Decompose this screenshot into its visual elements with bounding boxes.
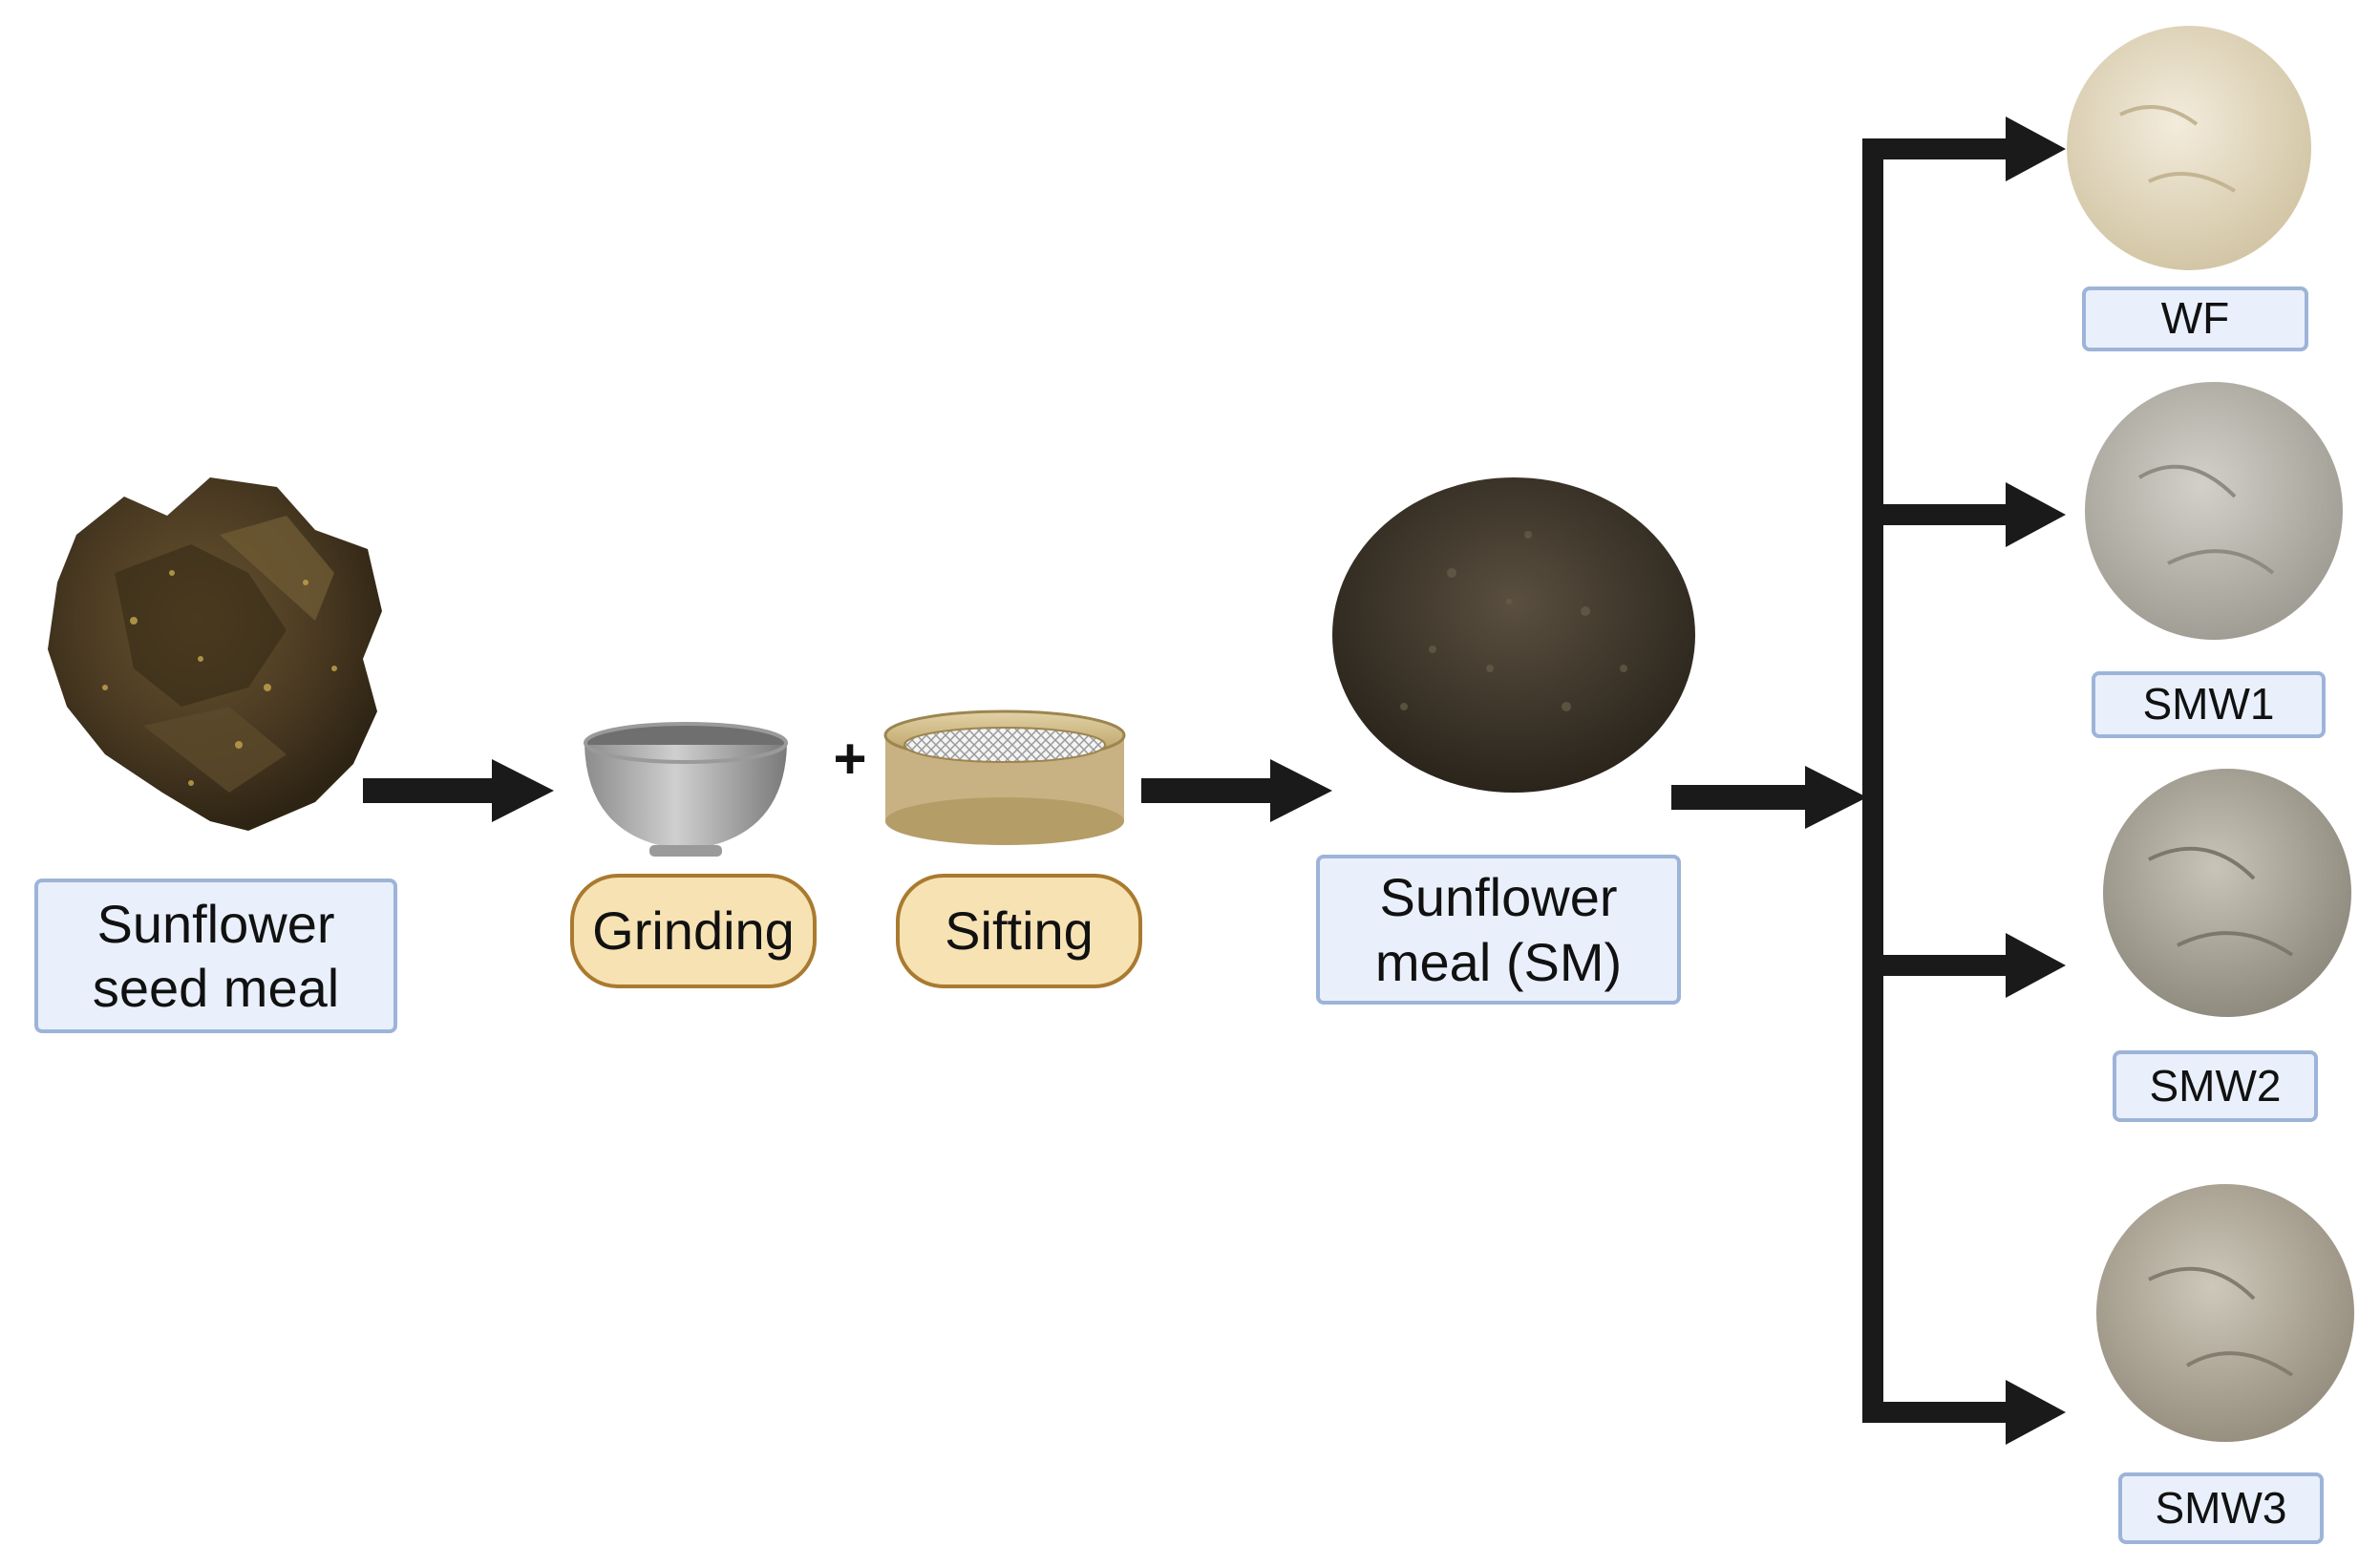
branch-arrow-smw1 <box>1872 482 2066 547</box>
flour-pile-image-smw1 <box>2085 382 2343 640</box>
intermediate-label-line1: Sunflower <box>1379 867 1618 928</box>
output-label-smw1-text: SMW1 <box>2142 679 2275 730</box>
arrows <box>363 116 2066 1445</box>
grinding-step-label: Grinding <box>570 874 817 988</box>
sieve-icon <box>883 709 1126 845</box>
source-label-line2: seed meal <box>92 958 340 1018</box>
plus-sign: + <box>821 726 879 793</box>
output-label-wf-text: WF <box>2160 293 2230 344</box>
intermediate-label-line2: meal (SM) <box>1374 931 1623 992</box>
source-label-line1: Sunflower <box>96 893 335 954</box>
output-label-smw3-text: SMW3 <box>2155 1482 2287 1533</box>
output-label-wf: WF <box>2082 286 2308 351</box>
intermediate-label: Sunflower meal (SM) <box>1316 855 1681 1005</box>
branch-arrow-smw2 <box>1872 933 2066 998</box>
arrow-meal-to-branch <box>1671 766 1867 829</box>
branch-arrow-smw3 <box>1862 1380 2066 1445</box>
flour-pile-image-smw3 <box>2096 1184 2354 1442</box>
mortar-pestle-icon <box>584 722 788 857</box>
plus-sign-text: + <box>833 727 867 791</box>
sunflower-meal-image <box>1332 477 1695 793</box>
grinding-label: Grinding <box>592 900 795 962</box>
sifting-label: Sifting <box>945 900 1094 962</box>
arrow-source-to-grinding <box>363 759 554 822</box>
sifting-step-label: Sifting <box>896 874 1142 988</box>
seed-meal-image <box>48 477 382 831</box>
output-label-smw2: SMW2 <box>2113 1050 2318 1122</box>
flour-pile-image-smw2 <box>2103 769 2351 1017</box>
output-label-smw1: SMW1 <box>2092 671 2326 738</box>
output-label-smw3: SMW3 <box>2118 1472 2324 1544</box>
output-label-smw2-text: SMW2 <box>2149 1060 2282 1111</box>
arrow-sifting-to-meal <box>1141 759 1332 822</box>
source-label: Sunflower seed meal <box>34 879 397 1033</box>
branch-arrow-wf <box>1862 116 2066 181</box>
flour-pile-image-wf <box>2067 26 2311 270</box>
branch-trunk <box>1862 138 1883 1423</box>
